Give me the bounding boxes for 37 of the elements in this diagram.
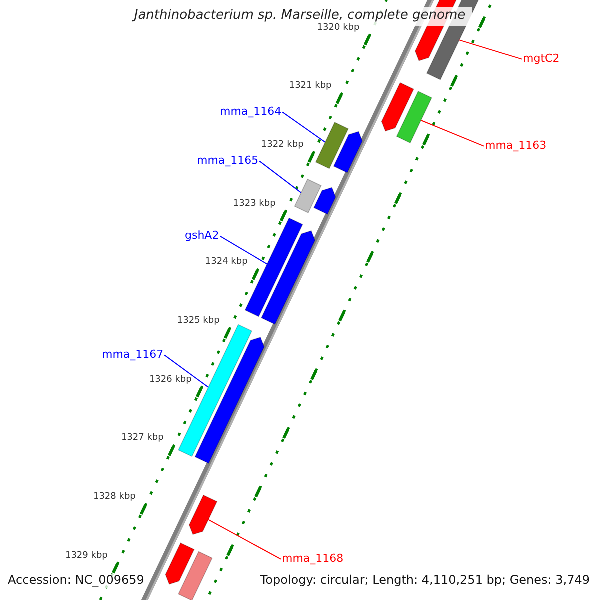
leader-line [259, 160, 302, 194]
gene-label: gshA2 [185, 230, 220, 243]
gene-block [194, 337, 265, 464]
gene-label: mma_1163 [485, 140, 547, 153]
scale-label: 1327 kbp [121, 433, 164, 444]
scale-label: 1322 kbp [261, 140, 304, 150]
leader-line [208, 519, 282, 560]
gene-block [381, 82, 414, 132]
leader-line [282, 112, 326, 143]
leader-line [164, 354, 210, 388]
scale-label: 1321 kbp [289, 81, 332, 92]
scale-label: 1328 kbp [93, 492, 136, 502]
gene-label: mma_1165 [197, 155, 259, 168]
gene-bar [396, 90, 432, 144]
gene-block [314, 187, 336, 215]
scale-label: 1326 kbp [149, 374, 192, 386]
scale-label: 1329 kbp [65, 550, 108, 562]
gene-label: mma_1167 [102, 349, 164, 362]
gene-label: mma_1164 [220, 106, 282, 119]
genome-summary: Topology: circular; Length: 4,110,251 bp; Genes: 3,749 [260, 574, 590, 588]
gene-bar [178, 324, 253, 458]
gene-block [188, 494, 218, 536]
scale-label: 1325 kbp [177, 316, 220, 326]
gene-block [333, 131, 363, 174]
leader-line [220, 236, 268, 265]
gene-bar [315, 122, 349, 170]
gene-block [165, 542, 195, 585]
leader-line [458, 40, 522, 60]
gene-label: mgtC2 [523, 53, 560, 66]
scale-label: 1323 kbp [233, 198, 276, 210]
leader-line [420, 120, 484, 147]
accession-text: Accession: NC_009659 [8, 574, 144, 588]
gene-bar [178, 551, 213, 600]
gene-block [261, 230, 316, 326]
gene-label: mma_1168 [282, 553, 344, 566]
scale-label: 1324 kbp [205, 257, 248, 268]
gene-bar [294, 178, 322, 214]
